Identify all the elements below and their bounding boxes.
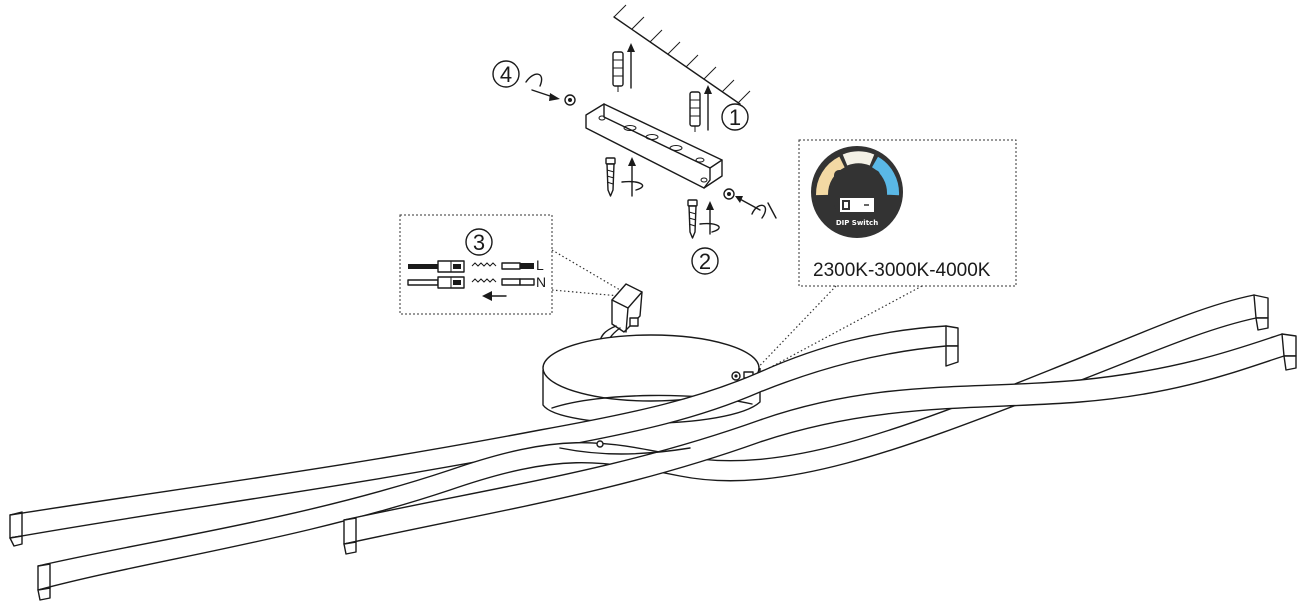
rotate-hand-icon xyxy=(735,196,777,219)
svg-text:4: 4 xyxy=(500,62,512,87)
wiring-detail-box: 3 L N xyxy=(399,214,553,315)
wall-plug-right xyxy=(689,91,701,132)
dip-switch-callout: DIP Switch 2300K-3000K-4000K xyxy=(798,139,1017,287)
neutral-wire-connector: N xyxy=(407,274,546,290)
nut-icon xyxy=(723,188,735,200)
led-wave-bar-c xyxy=(343,333,1297,555)
led-wave-bar-b xyxy=(37,294,1269,601)
rotate-hand-icon xyxy=(525,73,560,101)
arrow-up-icon xyxy=(627,43,635,89)
mounting-bracket xyxy=(585,103,723,189)
ceiling-surface xyxy=(613,4,751,105)
screw-left xyxy=(605,157,616,197)
svg-text:3: 3 xyxy=(473,230,485,255)
nut-icon xyxy=(564,94,576,106)
svg-text:2: 2 xyxy=(699,249,711,274)
step-2-marker: 2 xyxy=(691,247,719,275)
svg-text:L: L xyxy=(536,257,544,273)
svg-text:N: N xyxy=(536,274,546,290)
svg-text:1: 1 xyxy=(729,105,741,130)
live-wire-connector: L xyxy=(408,257,544,273)
arrow-up-icon xyxy=(704,85,712,131)
step-1-marker: 1 xyxy=(721,103,749,131)
svg-text:DIP Switch: DIP Switch xyxy=(836,219,878,227)
color-temperature-label: 2300K-3000K-4000K xyxy=(813,260,991,281)
step-4-marker: 4 xyxy=(492,60,520,88)
arrow-left-icon xyxy=(482,291,507,301)
dip-switch-badge: DIP Switch xyxy=(811,146,903,238)
wall-plug-left xyxy=(612,51,624,92)
rotate-arrow-icon xyxy=(621,157,644,197)
terminal-block xyxy=(593,252,666,361)
led-wave-bar-a xyxy=(9,325,959,547)
screw-right xyxy=(687,199,698,239)
rotate-arrow-icon xyxy=(699,201,720,235)
